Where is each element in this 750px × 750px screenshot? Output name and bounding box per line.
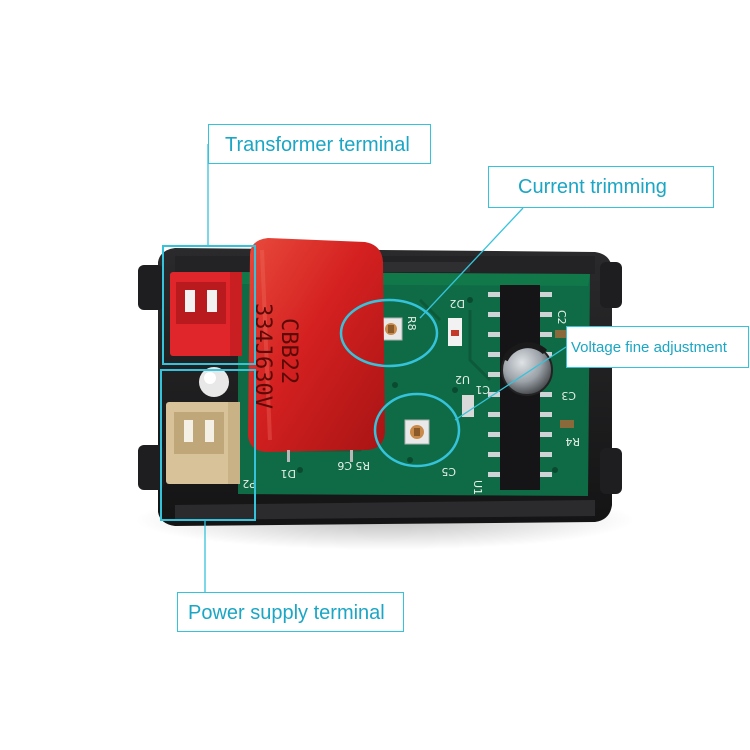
silk-c6: C6 bbox=[337, 459, 352, 472]
silk-c3: C3 bbox=[561, 389, 576, 402]
silk-c5: C5 bbox=[441, 465, 456, 478]
silk-d1: D1 bbox=[281, 467, 296, 480]
silk-u2: U2 bbox=[455, 373, 470, 386]
trimmer-pot-voltage bbox=[404, 419, 430, 445]
capacitor-marking-line1: CBB22 bbox=[276, 318, 301, 384]
current-trimming-circle bbox=[339, 298, 439, 368]
callout-transformer-terminal-text: Transformer terminal bbox=[225, 134, 410, 156]
smd-components bbox=[448, 318, 574, 428]
callout-current-trimming: Current trimming bbox=[488, 166, 714, 208]
callout-voltage-fine-adjustment: Voltage fine adjustment bbox=[566, 326, 749, 368]
callout-transformer-terminal: Transformer terminal bbox=[208, 124, 431, 164]
silkscreen-labels: D2 R8 U2 C1 C2 C3 R4 D1 R5 C6 C5 U1 P2 bbox=[242, 297, 580, 495]
voltage-leader bbox=[454, 346, 567, 421]
cbb22-capacitor bbox=[248, 238, 385, 462]
round-component bbox=[199, 367, 229, 397]
voltage-adjust-circle bbox=[373, 392, 461, 468]
electrolytic-capacitor bbox=[501, 342, 553, 396]
silk-c2: C2 bbox=[555, 310, 568, 325]
silk-d2: D2 bbox=[450, 297, 465, 310]
beige-connector bbox=[166, 402, 240, 484]
silk-u1: U1 bbox=[471, 480, 484, 495]
silk-r5: R5 bbox=[355, 459, 370, 472]
silk-p2: P2 bbox=[242, 477, 256, 490]
silk-r8: R8 bbox=[405, 316, 418, 331]
silk-c1: C1 bbox=[475, 383, 490, 396]
transformer-terminal-highlight bbox=[162, 245, 256, 365]
capacitor-marking-line2: 334J630V bbox=[250, 303, 275, 409]
callout-voltage-fine-adjustment-text: Voltage fine adjustment bbox=[571, 339, 727, 356]
callout-power-supply-terminal: Power supply terminal bbox=[177, 592, 404, 632]
trimmer-pot-current bbox=[379, 317, 403, 341]
red-connector bbox=[170, 272, 242, 356]
power-terminal-highlight bbox=[160, 369, 256, 521]
callout-power-supply-terminal-text: Power supply terminal bbox=[188, 602, 385, 624]
current-leader bbox=[419, 207, 524, 319]
callout-current-trimming-text: Current trimming bbox=[518, 176, 667, 198]
silk-r4: R4 bbox=[565, 435, 580, 448]
